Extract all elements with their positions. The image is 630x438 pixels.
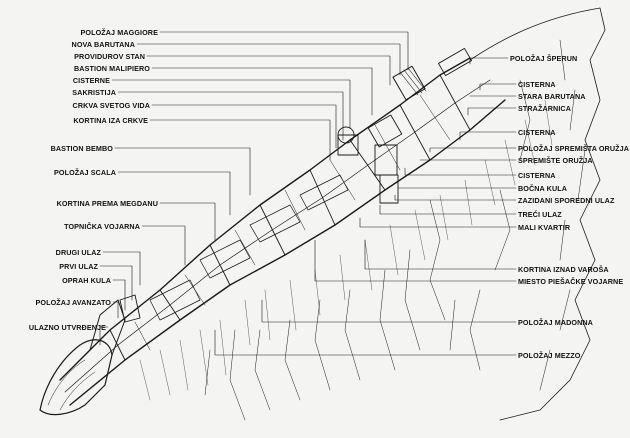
label-kortina-iza-crkve: KORTINA IZA CRKVE xyxy=(73,116,148,125)
label-polozaj-mezzo: POLOŽAJ MEZZO xyxy=(518,351,581,360)
label-oprah-kula: OPRAH KULA xyxy=(62,276,111,285)
label-stara-barutana: STARA BARUTANA xyxy=(518,92,586,101)
label-cisterna-2: CISTERNA xyxy=(518,128,556,137)
label-providurov-stan: PROVIDUROV STAN xyxy=(74,52,145,61)
label-drugi-ulaz: DRUGI ULAZ xyxy=(55,248,101,257)
label-mali-kvartir: MALI KVARTIR xyxy=(518,223,571,232)
label-treci-ulaz: TREĆI ULAZ xyxy=(518,210,562,219)
label-sakristija: SAKRISTIJA xyxy=(72,88,116,97)
fortress-wall-bottom xyxy=(69,99,506,406)
label-kortina-iznad-varosa: KORTINA IZNAD VAROŠA xyxy=(518,265,609,274)
label-bastion-malipiero: BASTION MALIPIERO xyxy=(74,64,150,73)
label-spremiste-oruzja: SPREMIŠTE ORUŽJA xyxy=(518,156,593,165)
label-cisterne: CISTERNE xyxy=(72,76,110,85)
label-cisterna-3: CISTERNA xyxy=(518,171,556,180)
label-topnicka-vojarna: TOPNIČKA VOJARNA xyxy=(64,222,140,231)
label-cisterna-1: CISTERNA xyxy=(518,80,556,89)
label-polozaj-scala: POLOŽAJ SCALA xyxy=(54,168,116,177)
label-polozaj-spremista-oruzja: POLOŽAJ SPREMIŠTA ORUŽJA xyxy=(518,144,630,153)
label-kortina-prema-megdanu: KORTINA PREMA MEGDANU xyxy=(56,199,158,208)
label-polozaj-sperun: POLOŽAJ ŠPERUN xyxy=(510,54,578,63)
label-polozaj-avanzato: POLOŽAJ AVANZATO xyxy=(35,298,111,307)
label-prvi-ulaz: PRVI ULAZ xyxy=(59,262,98,271)
label-crkva-svetog-vida: CRKVA SVETOG VIDA xyxy=(72,101,150,110)
label-zazidani-sporedni-ulaz: ZAZIDANI SPOREDNI ULAZ xyxy=(518,196,615,205)
label-bocna-kula: BOČNA KULA xyxy=(518,184,568,193)
label-nova-barutana: NOVA BARUTANA xyxy=(71,40,135,49)
label-strazarnica: STRAŽARNICA xyxy=(518,104,572,113)
label-ulazno-utvrdjenje: ULAZNO UTVRĐENJE xyxy=(28,323,106,332)
cliff-outline xyxy=(469,7,606,421)
label-bastion-bembo: BASTION BEMBO xyxy=(50,144,113,153)
entrance-fort xyxy=(39,339,113,416)
label-polozaj-maggiore: POLOŽAJ MAGGIORE xyxy=(80,28,158,37)
label-polozaj-madonna: POLOŽAJ MADONNA xyxy=(518,318,593,327)
label-miesto-piesacke-vojarne: MIESTO PIEŠAČKE VOJARNE xyxy=(518,277,624,286)
